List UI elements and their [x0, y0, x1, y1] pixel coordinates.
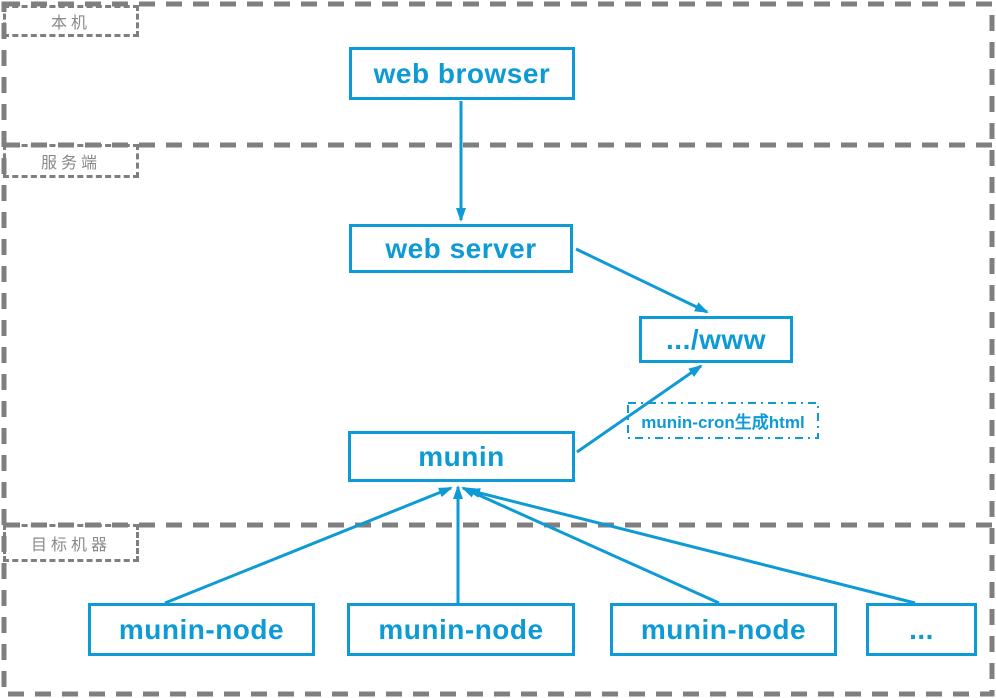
region-label-local: 本机 [3, 5, 139, 37]
node-munin-node-1: munin-node [88, 603, 315, 656]
region-label-targets: 目标机器 [3, 524, 139, 562]
edge-webserver-to-www [575, 247, 709, 314]
node-web-browser: web browser [349, 47, 575, 100]
edge-muninnode1-to-munin [164, 486, 453, 605]
node-munin-node-3: munin-node [610, 603, 837, 656]
node-www-directory: .../www [639, 316, 793, 363]
edge-morenodes-to-munin [466, 488, 916, 605]
edge-label-border [627, 402, 819, 439]
region-label-server: 服务端 [3, 144, 139, 178]
node-munin: munin [348, 431, 575, 482]
edge-label-munin-cron: munin-cron生成html [641, 413, 805, 432]
node-web-server: web server [349, 224, 573, 273]
node-munin-node-2: munin-node [347, 603, 575, 656]
edge-munin-to-www [576, 364, 703, 454]
node-more-nodes: ... [866, 603, 977, 656]
edge-muninnode3-to-munin [461, 486, 720, 605]
